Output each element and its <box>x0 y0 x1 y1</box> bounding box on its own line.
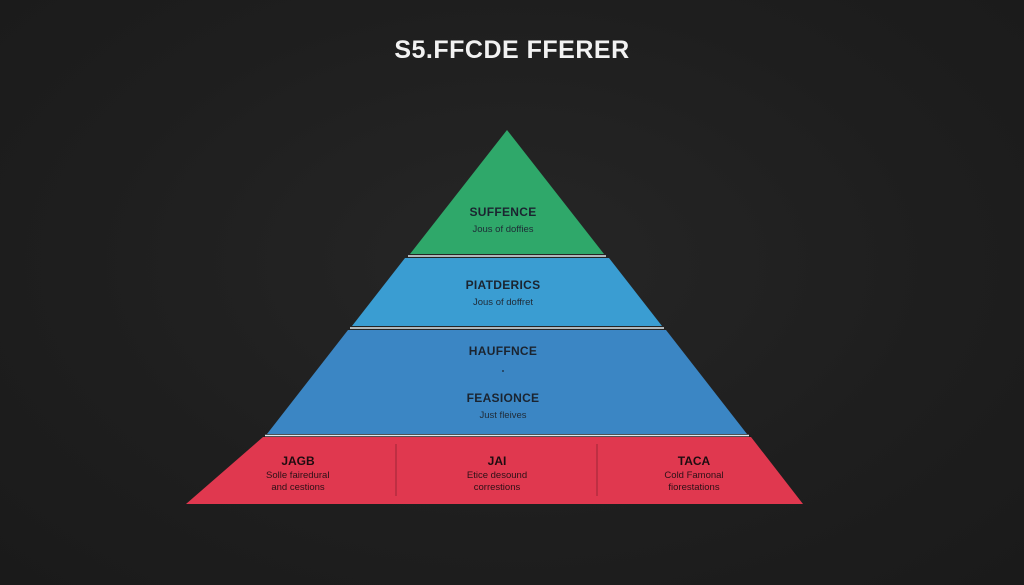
tier-third-subtext: Just fleives <box>480 410 527 421</box>
tier-second-heading: PIATDERICS <box>466 278 541 292</box>
base-cell-1-line2: and cestions <box>271 482 325 493</box>
base-cell-3-heading: TACA <box>678 454 711 468</box>
base-cell-1-heading: JAGB <box>281 454 315 468</box>
tier-third-dot <box>502 370 504 372</box>
pyramid-tier-base <box>186 437 803 504</box>
tier-third-heading: HAUFFNCE <box>469 344 537 358</box>
pyramid-tier-top <box>410 130 604 254</box>
tier-third-heading-2: FEASIONCE <box>467 391 540 405</box>
base-cell-3-line1: Cold Famonal <box>664 470 723 481</box>
tier-top-heading: SUFFENCE <box>469 205 536 219</box>
tier-top-subtext: Jous of doffies <box>472 224 533 235</box>
base-cell-2-line1: Etice desound <box>467 470 527 481</box>
base-cell-2-heading: JAI <box>488 454 507 468</box>
base-cell-3-line2: fiorestations <box>668 482 719 493</box>
tier-second-subtext: Jous of doffret <box>473 297 533 308</box>
pyramid-tier-second <box>352 258 662 326</box>
pyramid-tier-third <box>267 330 747 434</box>
base-cell-2-line2: correstions <box>474 482 521 493</box>
diagram-title: S5.FFCDE FFERER <box>394 36 630 64</box>
base-cell-1-line1: Solle faireduraI <box>266 470 330 481</box>
